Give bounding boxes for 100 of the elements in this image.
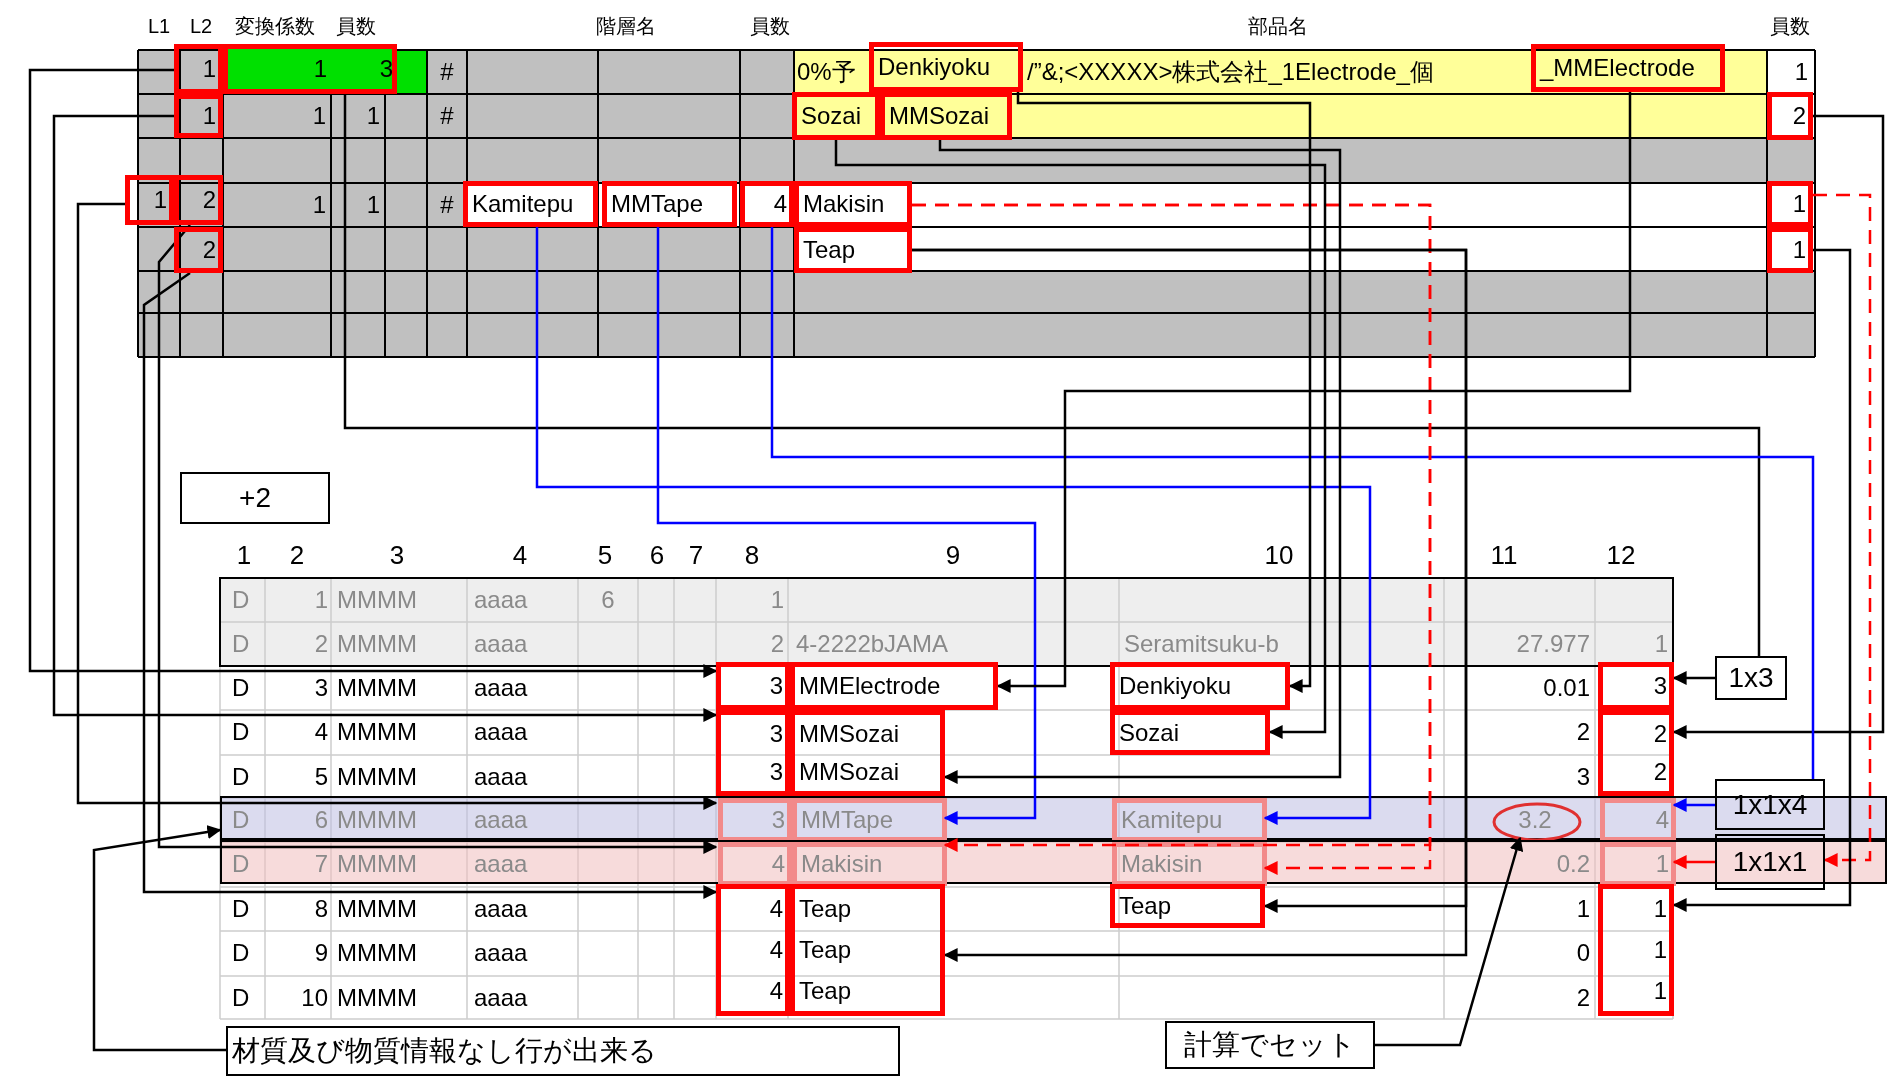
column-header: 11	[1490, 542, 1518, 568]
cell-text: aaaa	[474, 851, 528, 877]
cell-text: Denkiyoku	[878, 54, 991, 80]
arrow	[92, 825, 226, 1052]
cell-text: Teap	[1119, 893, 1172, 919]
cell-text: 4-2222bJAMA	[796, 631, 949, 657]
column-header: 部品名	[1248, 14, 1308, 39]
highlighted-row	[220, 840, 1887, 884]
cell-text: 6	[314, 807, 328, 833]
highlighted-cell	[463, 181, 598, 227]
note-box	[1165, 1021, 1375, 1069]
column-header: 7	[688, 542, 704, 568]
cell-text: Denkiyoku	[1119, 673, 1232, 699]
cell-text: MMMM	[337, 719, 417, 745]
column-header: 4	[512, 542, 528, 568]
cell-text: MMMM	[337, 985, 417, 1011]
highlighted-cell	[716, 662, 790, 710]
cell-text: 3	[769, 673, 783, 699]
cell-text: 1	[1655, 851, 1669, 877]
cell-text: D	[232, 675, 250, 701]
cell-text: 9	[314, 940, 328, 966]
cell-text: 0.2	[1556, 851, 1590, 877]
highlighted-cell	[869, 42, 1023, 92]
cell-text: Seramitsuku-b	[1124, 631, 1279, 657]
cell-text: aaaa	[474, 675, 528, 701]
note-text: 1x3	[1728, 665, 1774, 691]
highlighted-cell	[790, 884, 945, 1016]
arrow	[834, 140, 1327, 739]
cell-text: 4	[1655, 807, 1669, 833]
column-header: L1	[147, 14, 171, 39]
cell-text: 2	[1576, 985, 1590, 1011]
note-box	[226, 1026, 900, 1076]
highlighted-cell	[740, 181, 794, 227]
cell-text: MMTape	[801, 807, 894, 833]
arrow	[142, 271, 718, 899]
highlighted-cell	[1110, 884, 1265, 928]
arrow	[996, 92, 1632, 693]
highlighted-cell	[718, 842, 792, 886]
note-box	[1715, 779, 1825, 830]
highlighted-cell	[174, 44, 223, 94]
connector-line	[770, 227, 1815, 779]
column-header: 階層名	[596, 14, 656, 39]
cell-text: 2	[770, 631, 784, 657]
cell-text: #	[440, 192, 454, 218]
note-box	[1715, 834, 1825, 890]
arrow	[28, 68, 718, 678]
cell-text: #	[440, 59, 454, 85]
cell-text: MMMM	[337, 631, 417, 657]
cell-text: 3	[314, 675, 328, 701]
arrow	[1672, 855, 1715, 869]
cell-text: D	[232, 851, 250, 877]
highlighted-cell	[790, 710, 945, 796]
cell-text: 1	[1792, 237, 1806, 263]
cell-text: aaaa	[474, 719, 528, 745]
cell-text: MMMM	[337, 896, 417, 922]
cell-text: Makisin	[1121, 851, 1203, 877]
highlighted-cell	[1600, 798, 1676, 842]
arrow	[938, 139, 1342, 784]
cell-text: D	[232, 764, 250, 790]
cell-text: Kamitepu	[472, 191, 574, 217]
cell-text: 1	[1653, 896, 1667, 923]
arrow	[656, 227, 1037, 825]
cell-text: 2	[1653, 759, 1667, 785]
cell-text: 3	[1576, 764, 1590, 790]
cell-text: 0%予	[797, 59, 856, 85]
cell-text: D	[232, 587, 250, 613]
cell-text: D	[232, 631, 250, 657]
cell-text: 4	[773, 191, 787, 217]
cell-text: 3	[769, 721, 783, 747]
column-header: 変換係数	[235, 14, 315, 39]
column-header: 8	[744, 542, 760, 568]
highlighted-cell	[1598, 710, 1674, 796]
cell-text: 5	[314, 764, 328, 790]
arrow	[1672, 248, 1852, 912]
cell-text: #	[440, 103, 454, 129]
cell-text: 0	[1576, 940, 1590, 966]
arrow	[157, 224, 718, 854]
arrow	[1016, 92, 1312, 693]
cell-text: /”&;<XXXXX>株式会社_1Electrode_個	[1027, 59, 1434, 85]
arrow	[76, 202, 718, 810]
cell-text: 3	[1653, 673, 1667, 699]
highlighted-cell	[1598, 662, 1674, 710]
arrow	[1813, 193, 1872, 867]
cell-text: aaaa	[474, 985, 528, 1011]
cell-text: Kamitepu	[1121, 807, 1223, 833]
cell-text: 2	[202, 187, 216, 213]
column-header: L2	[189, 14, 213, 39]
highlighted-cell	[718, 798, 792, 842]
arrow	[52, 114, 718, 722]
highlighted-cell	[223, 44, 397, 94]
column-header: 員数	[1770, 14, 1810, 39]
highlighted-cell	[794, 181, 912, 227]
cell-text: 27.977	[1516, 631, 1590, 657]
highlighted-cell	[174, 175, 223, 225]
cell-text: 1	[366, 192, 380, 218]
column-header: 員数	[750, 14, 790, 39]
cell-text: 4	[314, 719, 328, 745]
highlighted-cell	[1112, 842, 1267, 886]
highlighted-cell	[174, 94, 223, 138]
highlighted-cell	[1110, 662, 1290, 710]
